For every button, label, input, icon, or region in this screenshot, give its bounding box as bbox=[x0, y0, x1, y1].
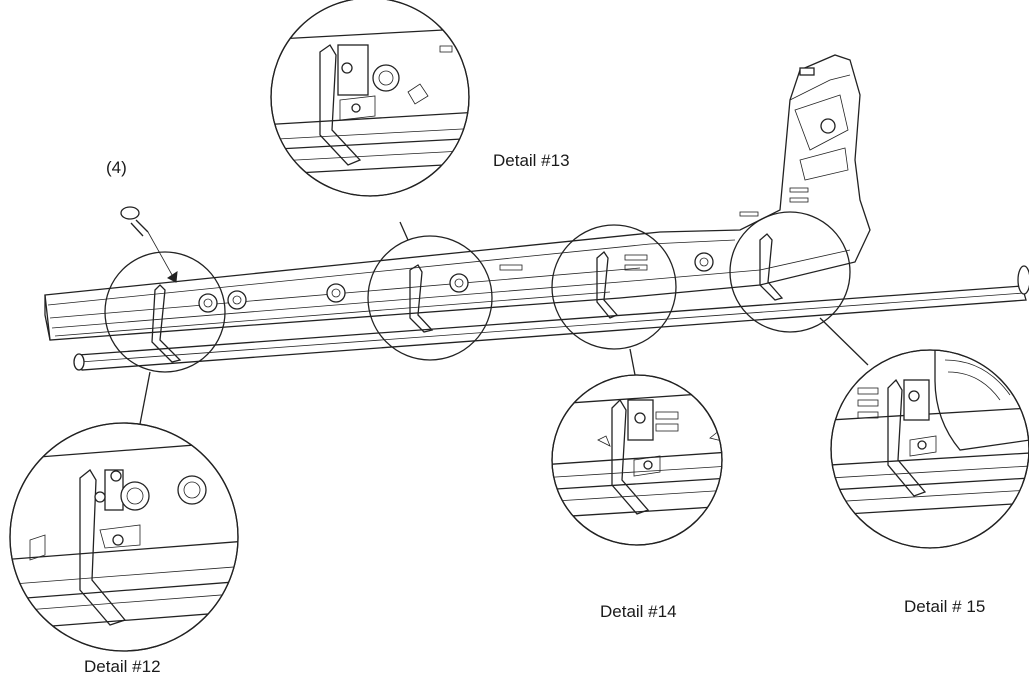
fastener-quantity-label: (4) bbox=[106, 158, 127, 177]
detail-locator-circles bbox=[104, 211, 869, 425]
rocker-rail bbox=[44, 54, 1029, 371]
detail-13-magnified-view bbox=[270, 0, 470, 197]
detail-15-label: Detail # 15 bbox=[904, 597, 986, 616]
detail-14-label: Detail #14 bbox=[600, 602, 677, 621]
detail-14-magnified-view bbox=[551, 374, 723, 546]
detail-12-magnified-view bbox=[9, 422, 239, 652]
detail-13-label: Detail #13 bbox=[493, 151, 570, 170]
detail-15-magnified-view bbox=[830, 349, 1029, 549]
fastener-bolt-icon bbox=[120, 206, 178, 283]
detail-12-label: Detail #12 bbox=[84, 657, 161, 676]
